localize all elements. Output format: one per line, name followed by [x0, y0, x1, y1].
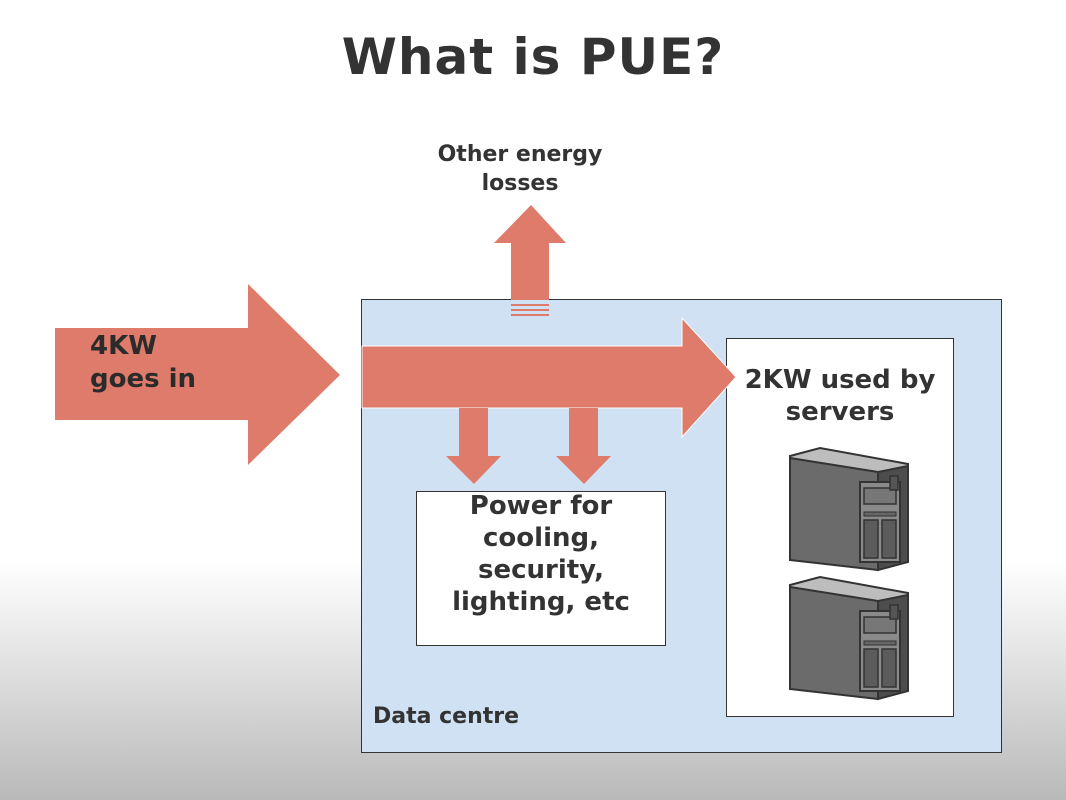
input-label: 4KW goes in: [90, 330, 196, 396]
facility-label-line: Power for: [469, 491, 613, 521]
input-label-line1: 4KW: [90, 331, 157, 361]
facility-label-line: cooling,: [483, 523, 599, 553]
facility-label-line: security,: [477, 555, 604, 585]
page-title: What is PUE?: [341, 28, 725, 86]
facility-label-line: lighting, etc: [452, 587, 630, 617]
losses-label-line2: losses: [481, 171, 559, 196]
data-centre-label: Data centre: [373, 704, 520, 729]
servers-label: 2KW used by servers: [726, 364, 954, 428]
input-arrow: [55, 284, 340, 465]
input-label-line2: goes in: [90, 364, 197, 394]
facility-power-label: Power for cooling, security, lighting, e…: [416, 490, 666, 618]
losses-label-line1: Other energy: [437, 142, 603, 167]
server-tower-icon: [789, 575, 909, 701]
servers-label-line2: servers: [785, 397, 895, 427]
main-flow-arrow: [361, 316, 737, 439]
losses-label: Other energy losses: [405, 140, 635, 198]
up-arrow-losses: [494, 205, 566, 300]
servers-label-line1: 2KW used by: [744, 365, 936, 395]
facility-power-box: [416, 491, 666, 646]
down-arrow-left: [446, 408, 501, 484]
down-arrow-right: [556, 408, 611, 484]
server-tower-icon: [789, 446, 909, 572]
